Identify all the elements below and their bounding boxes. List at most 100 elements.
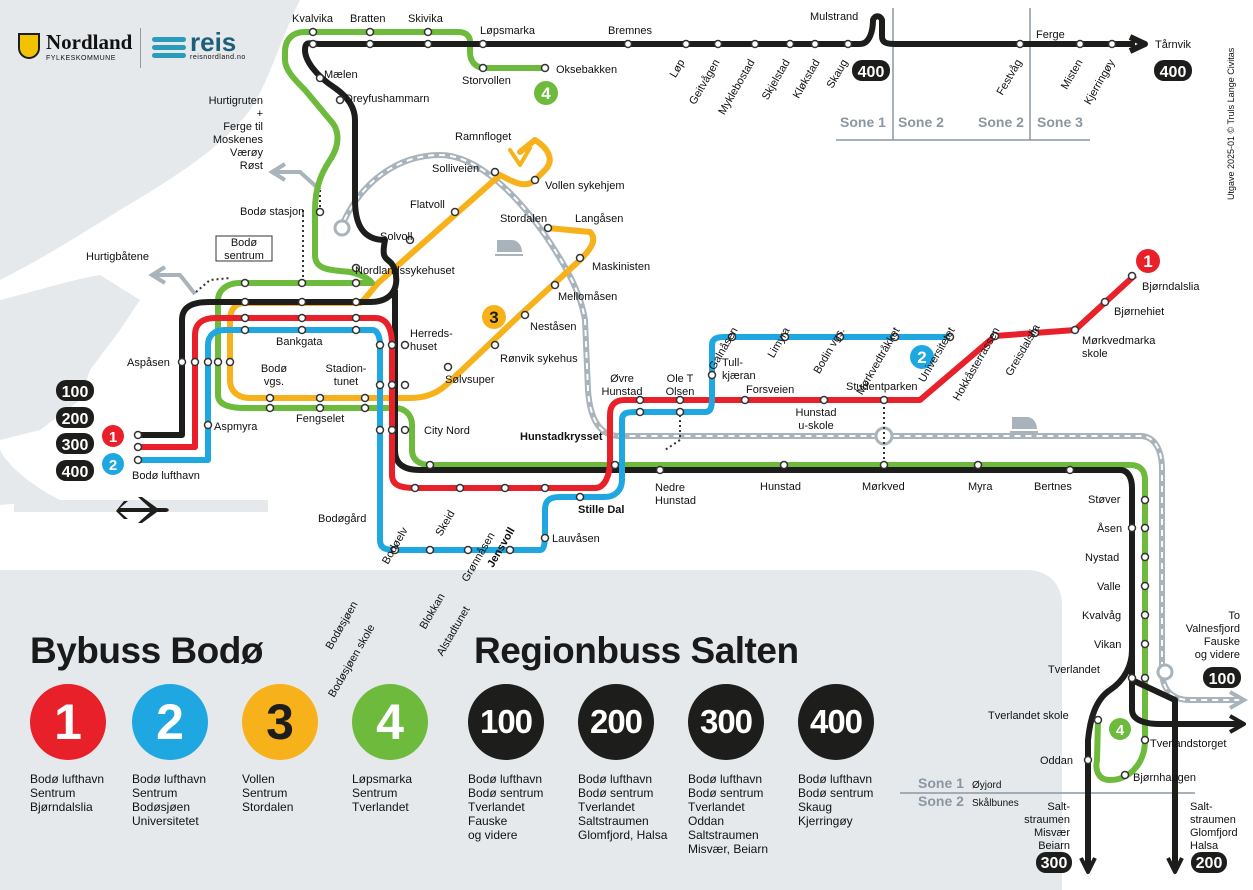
stop-label: Misten (1059, 58, 1086, 92)
stop-label: Geitvågen (687, 58, 722, 107)
svg-text:400: 400 (62, 464, 89, 481)
stop-label: Festvåg (995, 58, 1025, 98)
svg-text:100: 100 (62, 384, 89, 401)
stop-label: Bodø lufthavn (132, 470, 200, 482)
stop-label: Skeid (433, 509, 457, 539)
svg-text:3: 3 (489, 308, 498, 327)
stop-label: Bjørnhaugen (1133, 772, 1196, 784)
svg-text:Sone 3: Sone 3 (1037, 114, 1083, 130)
stop-label: Aspmyra (214, 421, 258, 433)
stop-label: Støver (1088, 494, 1121, 506)
stop-label: Bodø stasjon (240, 206, 304, 218)
svg-text:Sone 1: Sone 1 (918, 775, 964, 791)
stop-label: Myklebostad (716, 58, 757, 117)
reis-brand: reis (190, 27, 237, 57)
stop-label: Vollen sykehjem (545, 180, 625, 192)
stop-label: Mulstrand (810, 11, 858, 23)
stop-label: Ferge (1036, 29, 1065, 41)
stop-label: Hurtigbåtene (86, 251, 149, 263)
stop-label: Bjørndalslia (1142, 281, 1200, 293)
airplane-icon (116, 497, 169, 523)
legend-stops: Bodø lufthavn Bodø sentrum Tverlandet Sa… (578, 772, 668, 842)
route-badge: 1 (30, 684, 106, 760)
svg-text:2: 2 (917, 348, 926, 367)
stop-label: Nordlandssykehuset (355, 265, 455, 277)
svg-text:Sone 1: Sone 1 (840, 114, 886, 130)
legend-stops: Bodø lufthavn Bodø sentrum Skaug Kjerrin… (798, 772, 874, 828)
route-badge: 400 (798, 684, 874, 760)
svg-text:1: 1 (109, 429, 117, 446)
stop-label: Solliveien (432, 163, 479, 175)
stop-label: Aspåsen (127, 357, 170, 369)
brand-name: Nordland (46, 30, 133, 54)
svg-text:100: 100 (1209, 671, 1236, 688)
city-title: Bybuss Bodø (30, 630, 263, 671)
stop-label: Bodin vgs. (812, 326, 848, 376)
legend-stops: Bodø lufthavn Sentrum Bjørndalslia (30, 772, 105, 814)
svg-text:Sone 2: Sone 2 (978, 114, 1024, 130)
stop-label: Løp (668, 58, 688, 80)
legend-stops: Bodø lufthavn Bodø sentrum Tverlandet Od… (688, 772, 769, 856)
dotted-connectors (195, 190, 885, 470)
stop-label: Bjørnehiet (1114, 306, 1164, 318)
svg-text:200: 200 (62, 411, 89, 428)
stop-label: Storvollen (462, 75, 511, 87)
line-1 (135, 272, 1138, 491)
train-icon-2 (1010, 417, 1038, 433)
regional-lines (135, 13, 1246, 874)
waves-icon (152, 33, 186, 59)
stop-label: Maskinisten (592, 261, 650, 273)
stop-label: Tverlandstorget (1150, 738, 1226, 750)
svg-text:2: 2 (109, 457, 117, 474)
stop-label: Stadion-tunet (326, 363, 367, 388)
zone-lines (836, 8, 1195, 794)
line-4 (215, 29, 1148, 783)
stop-label: Skivika (408, 13, 444, 25)
stop-label: Vikan (1094, 639, 1121, 651)
ferry-arrows (148, 162, 322, 296)
stop-label: Bertnes (1034, 481, 1072, 493)
reis-logo: reis reisnordland.no (152, 27, 246, 61)
svg-text:Skålbunes: Skålbunes (972, 797, 1019, 809)
sentrum-box (215, 235, 273, 262)
train-icon (495, 240, 523, 256)
stop-label: Mørkved (862, 481, 905, 493)
line-2 (135, 327, 950, 553)
svg-text:Øyjord: Øyjord (972, 780, 1001, 791)
stop-label: Ramnfloget (455, 131, 511, 143)
stop-label: Bratten (350, 13, 385, 25)
stop-label: Skjelstad (760, 58, 793, 103)
svg-text:200: 200 (1196, 855, 1223, 872)
stop-label: Mælen (324, 69, 358, 81)
stop-dots (133, 27, 1150, 780)
route-badge: 300 (688, 684, 764, 760)
stop-label: Kjerringøy (1082, 57, 1118, 107)
svg-text:1: 1 (1143, 252, 1152, 271)
stop-label: Forsveien (746, 384, 794, 396)
stop-label: Tårnvik (1155, 39, 1192, 51)
route-badge: 200 (578, 684, 654, 760)
stop-label: Løpsmarka (480, 25, 536, 37)
stop-label: Greisdalslia (1003, 322, 1043, 379)
legend-stops: Bodø lufthavn Bodø sentrum Tverlandet Fa… (468, 772, 544, 842)
stop-label: Kvalvika (292, 13, 334, 25)
stop-label: Hunstad (760, 481, 801, 493)
zone-labels: Sone 1 Sone 2 Sone 2 Sone 3 Sone 1 Øyjor… (840, 114, 1083, 809)
reis-url: reisnordland.no (190, 54, 246, 61)
stop-label: City Nord (424, 425, 470, 437)
stop-label: Limyra (766, 325, 793, 360)
route-badge: 100 (468, 684, 544, 760)
